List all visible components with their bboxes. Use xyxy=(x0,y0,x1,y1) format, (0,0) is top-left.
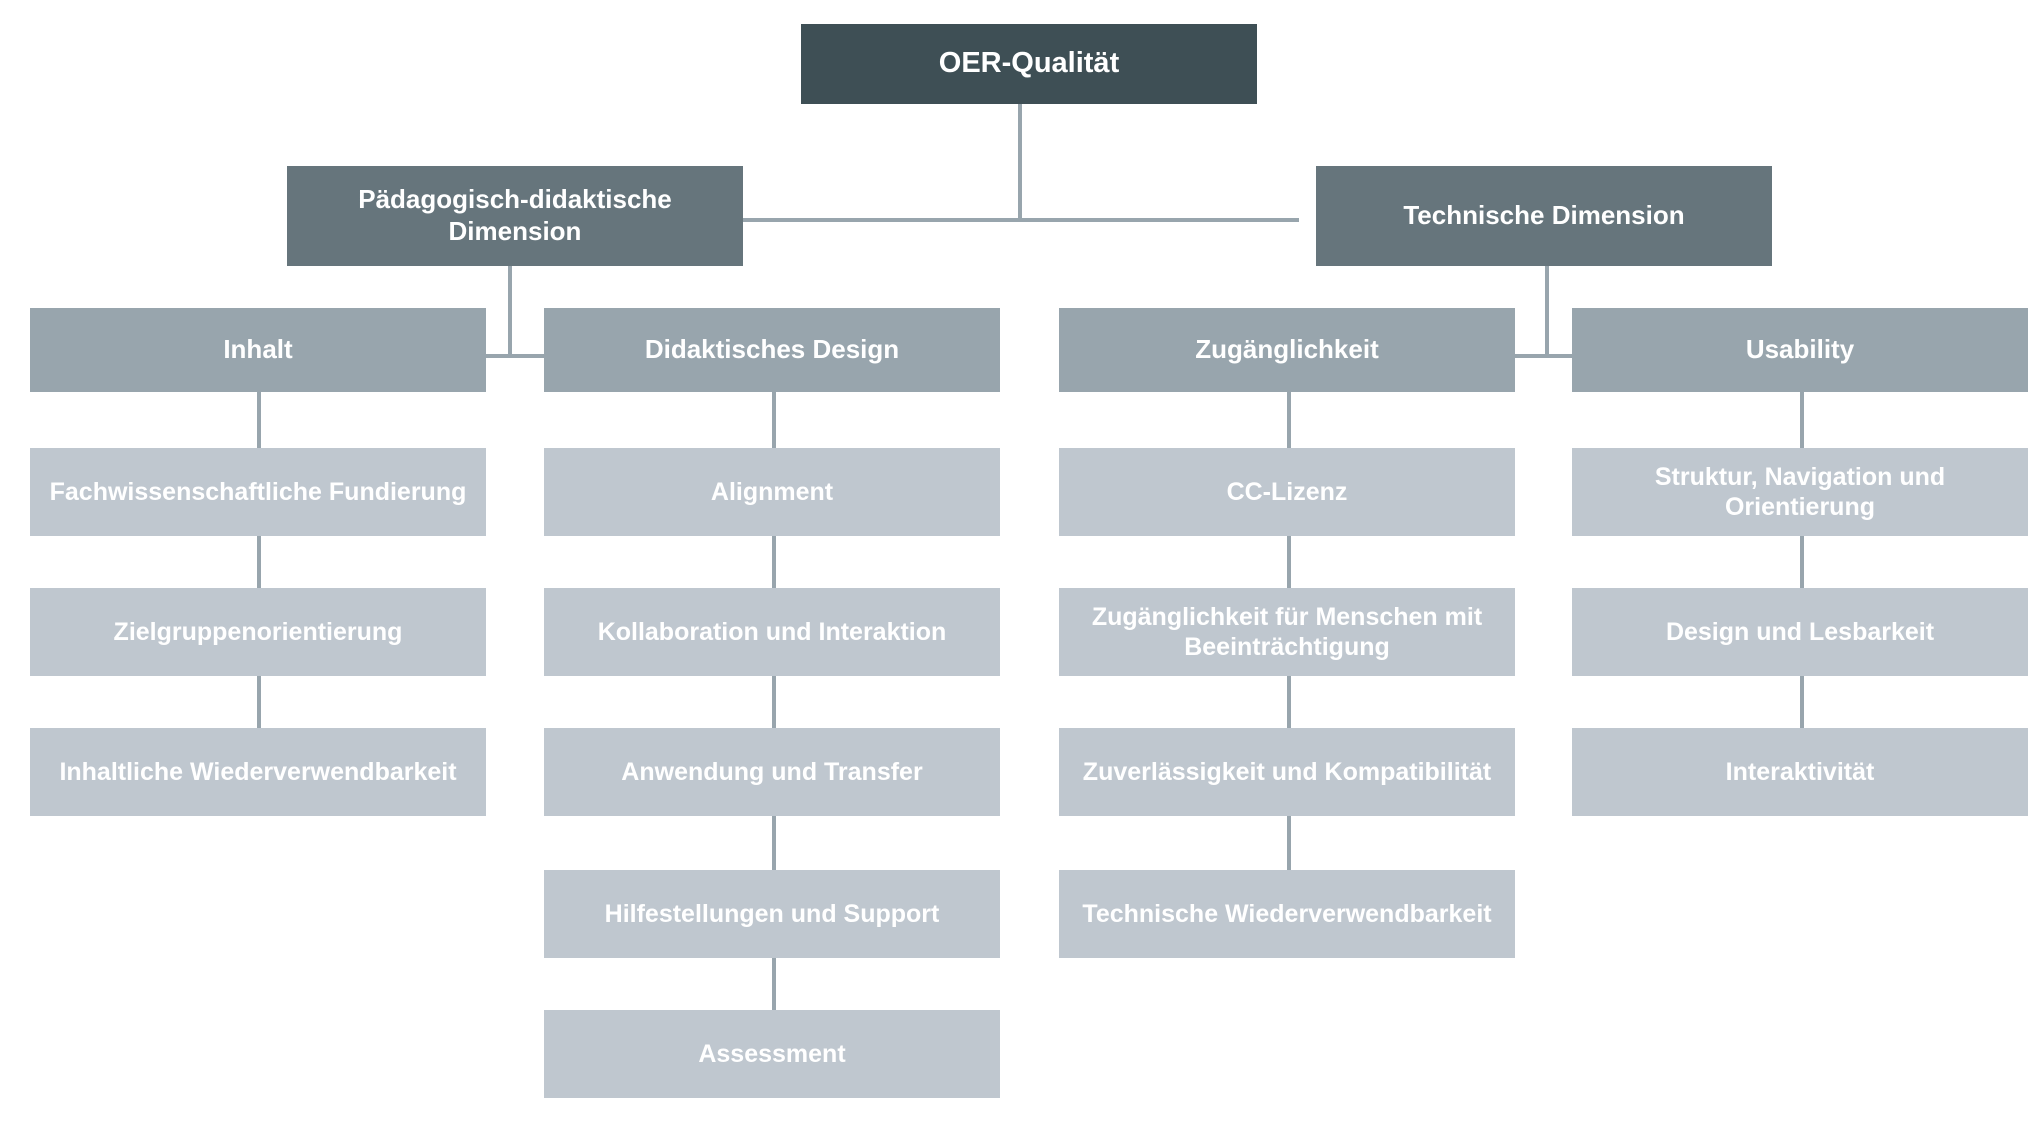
node-criterion-hilfestellungen-und-support[interactable]: Hilfestellungen und Support xyxy=(544,870,1000,958)
node-criterion-design-und-lesbarkeit[interactable]: Design und Lesbarkeit xyxy=(1572,588,2028,676)
node-category-usability[interactable]: Usability xyxy=(1572,308,2028,392)
node-dimension-paedagogisch-didaktisch[interactable]: Pädagogisch-didaktische Dimension xyxy=(287,166,743,266)
connector-dim1-down xyxy=(508,266,512,358)
connector-dim2-down xyxy=(1545,266,1549,358)
node-criterion-zielgruppenorientierung[interactable]: Zielgruppenorientierung xyxy=(30,588,486,676)
connector-dim1-bus xyxy=(257,354,761,358)
node-criterion-technische-wiederverwendbarkeit[interactable]: Technische Wiederverwendbarkeit xyxy=(1059,870,1515,958)
node-criterion-zugaenglichkeit-beeintraechtigung[interactable]: Zugänglichkeit für Menschen mit Beeinträ… xyxy=(1059,588,1515,676)
node-criterion-struktur-navigation-orientierung[interactable]: Struktur, Navigation und Orientierung xyxy=(1572,448,2028,536)
node-criterion-cc-lizenz[interactable]: CC-Lizenz xyxy=(1059,448,1515,536)
node-criterion-fachwissenschaftliche-fundierung[interactable]: Fachwissenschaftliche Fundierung xyxy=(30,448,486,536)
connector-root-bus xyxy=(739,218,1299,222)
connector-dim2-bus xyxy=(1295,354,1800,358)
node-category-zugaenglichkeit[interactable]: Zugänglichkeit xyxy=(1059,308,1515,392)
node-category-inhalt[interactable]: Inhalt xyxy=(30,308,486,392)
connector-root-down xyxy=(1018,104,1022,220)
node-criterion-anwendung-und-transfer[interactable]: Anwendung und Transfer xyxy=(544,728,1000,816)
node-criterion-zuverlaessigkeit-und-kompatibilitaet[interactable]: Zuverlässigkeit und Kompatibilität xyxy=(1059,728,1515,816)
node-criterion-alignment[interactable]: Alignment xyxy=(544,448,1000,536)
node-criterion-interaktivitaet[interactable]: Interaktivität xyxy=(1572,728,2028,816)
node-category-didaktisches-design[interactable]: Didaktisches Design xyxy=(544,308,1000,392)
node-root-oer-qualitaet[interactable]: OER-Qualität xyxy=(801,24,1257,104)
node-criterion-inhaltliche-wiederverwendbarkeit[interactable]: Inhaltliche Wiederverwendbarkeit xyxy=(30,728,486,816)
node-criterion-assessment[interactable]: Assessment xyxy=(544,1010,1000,1098)
node-dimension-technisch[interactable]: Technische Dimension xyxy=(1316,166,1772,266)
node-criterion-kollaboration-und-interaktion[interactable]: Kollaboration und Interaktion xyxy=(544,588,1000,676)
